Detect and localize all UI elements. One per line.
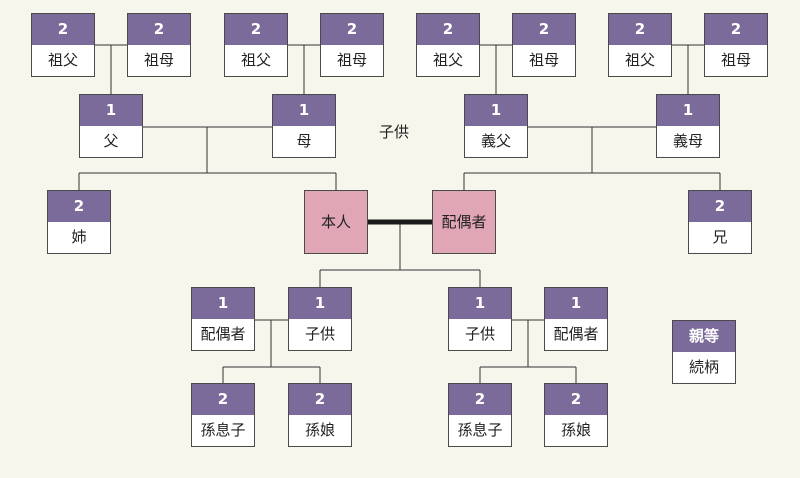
relation-label: 孫息子 xyxy=(200,421,246,439)
grandmother-4: 2 祖母 xyxy=(704,13,768,77)
relation-label: 祖父 xyxy=(240,51,271,69)
relation-label: 孫息子 xyxy=(457,421,503,439)
grandson-left: 2 孫息子 xyxy=(191,383,255,447)
degree-label: 2 xyxy=(225,14,287,45)
degree-label: 2 xyxy=(513,14,575,45)
relation-label: 孫娘 xyxy=(560,421,591,439)
relation-label: 祖母 xyxy=(336,51,367,69)
degree-label: 2 xyxy=(321,14,383,45)
grandfather-4: 2 祖父 xyxy=(608,13,672,77)
spouse-node: 配偶者 xyxy=(432,190,496,254)
degree-label: 1 xyxy=(192,288,254,319)
relation-label: 母 xyxy=(296,132,312,150)
degree-label: 1 xyxy=(289,288,351,319)
degree-label: 1 xyxy=(657,95,719,126)
relation-label: 子供 xyxy=(464,325,495,343)
degree-label: 1 xyxy=(80,95,142,126)
degree-label: 1 xyxy=(465,95,527,126)
grandson-right: 2 孫息子 xyxy=(448,383,512,447)
older-brother: 2 兄 xyxy=(688,190,752,254)
relation-label: 兄 xyxy=(712,228,728,246)
child-left: 1 子供 xyxy=(288,287,352,351)
legend-box: 親等 続柄 xyxy=(672,320,736,384)
degree-label: 2 xyxy=(609,14,671,45)
grandmother-2: 2 祖母 xyxy=(320,13,384,77)
relation-label: 祖母 xyxy=(528,51,559,69)
grandmother-3: 2 祖母 xyxy=(512,13,576,77)
relation-label: 祖父 xyxy=(47,51,78,69)
relation-label: 義母 xyxy=(672,132,703,150)
grandmother-1: 2 祖母 xyxy=(127,13,191,77)
relation-label: 配偶者 xyxy=(200,325,246,343)
legend-degree-label: 親等 xyxy=(673,321,735,352)
degree-label: 2 xyxy=(192,384,254,415)
relation-label: 父 xyxy=(103,132,119,150)
relation-label: 祖母 xyxy=(720,51,751,69)
relation-label: 子供 xyxy=(304,325,335,343)
child-right: 1 子供 xyxy=(448,287,512,351)
degree-label: 1 xyxy=(273,95,335,126)
father-in-law: 1 義父 xyxy=(464,94,528,158)
relation-label: 祖父 xyxy=(624,51,655,69)
child-label: 子供 xyxy=(379,123,410,141)
degree-label: 2 xyxy=(128,14,190,45)
degree-label: 2 xyxy=(545,384,607,415)
degree-label: 1 xyxy=(449,288,511,319)
degree-label: 2 xyxy=(289,384,351,415)
grandfather-2: 2 祖父 xyxy=(224,13,288,77)
granddaughter-right: 2 孫娘 xyxy=(544,383,608,447)
father: 1 父 xyxy=(79,94,143,158)
degree-label: 2 xyxy=(32,14,94,45)
legend-relation-label: 続柄 xyxy=(688,358,719,376)
degree-label: 1 xyxy=(545,288,607,319)
degree-label: 2 xyxy=(48,191,110,222)
degree-label: 2 xyxy=(705,14,767,45)
grandfather-3: 2 祖父 xyxy=(416,13,480,77)
relation-label: 祖母 xyxy=(143,51,174,69)
relation-label: 孫娘 xyxy=(304,421,335,439)
grandfather-1: 2 祖父 xyxy=(31,13,95,77)
degree-label: 2 xyxy=(449,384,511,415)
child-spouse-right: 1 配偶者 xyxy=(544,287,608,351)
mother: 1 母 xyxy=(272,94,336,158)
degree-label: 2 xyxy=(417,14,479,45)
relation-label: 姉 xyxy=(71,228,87,246)
self-node: 本人 xyxy=(304,190,368,254)
mother-in-law: 1 義母 xyxy=(656,94,720,158)
relation-label: 祖父 xyxy=(432,51,463,69)
granddaughter-left: 2 孫娘 xyxy=(288,383,352,447)
degree-label: 2 xyxy=(689,191,751,222)
older-sister: 2 姉 xyxy=(47,190,111,254)
child-spouse-left: 1 配偶者 xyxy=(191,287,255,351)
relation-label: 配偶者 xyxy=(553,325,599,343)
relation-label: 義父 xyxy=(480,132,511,150)
